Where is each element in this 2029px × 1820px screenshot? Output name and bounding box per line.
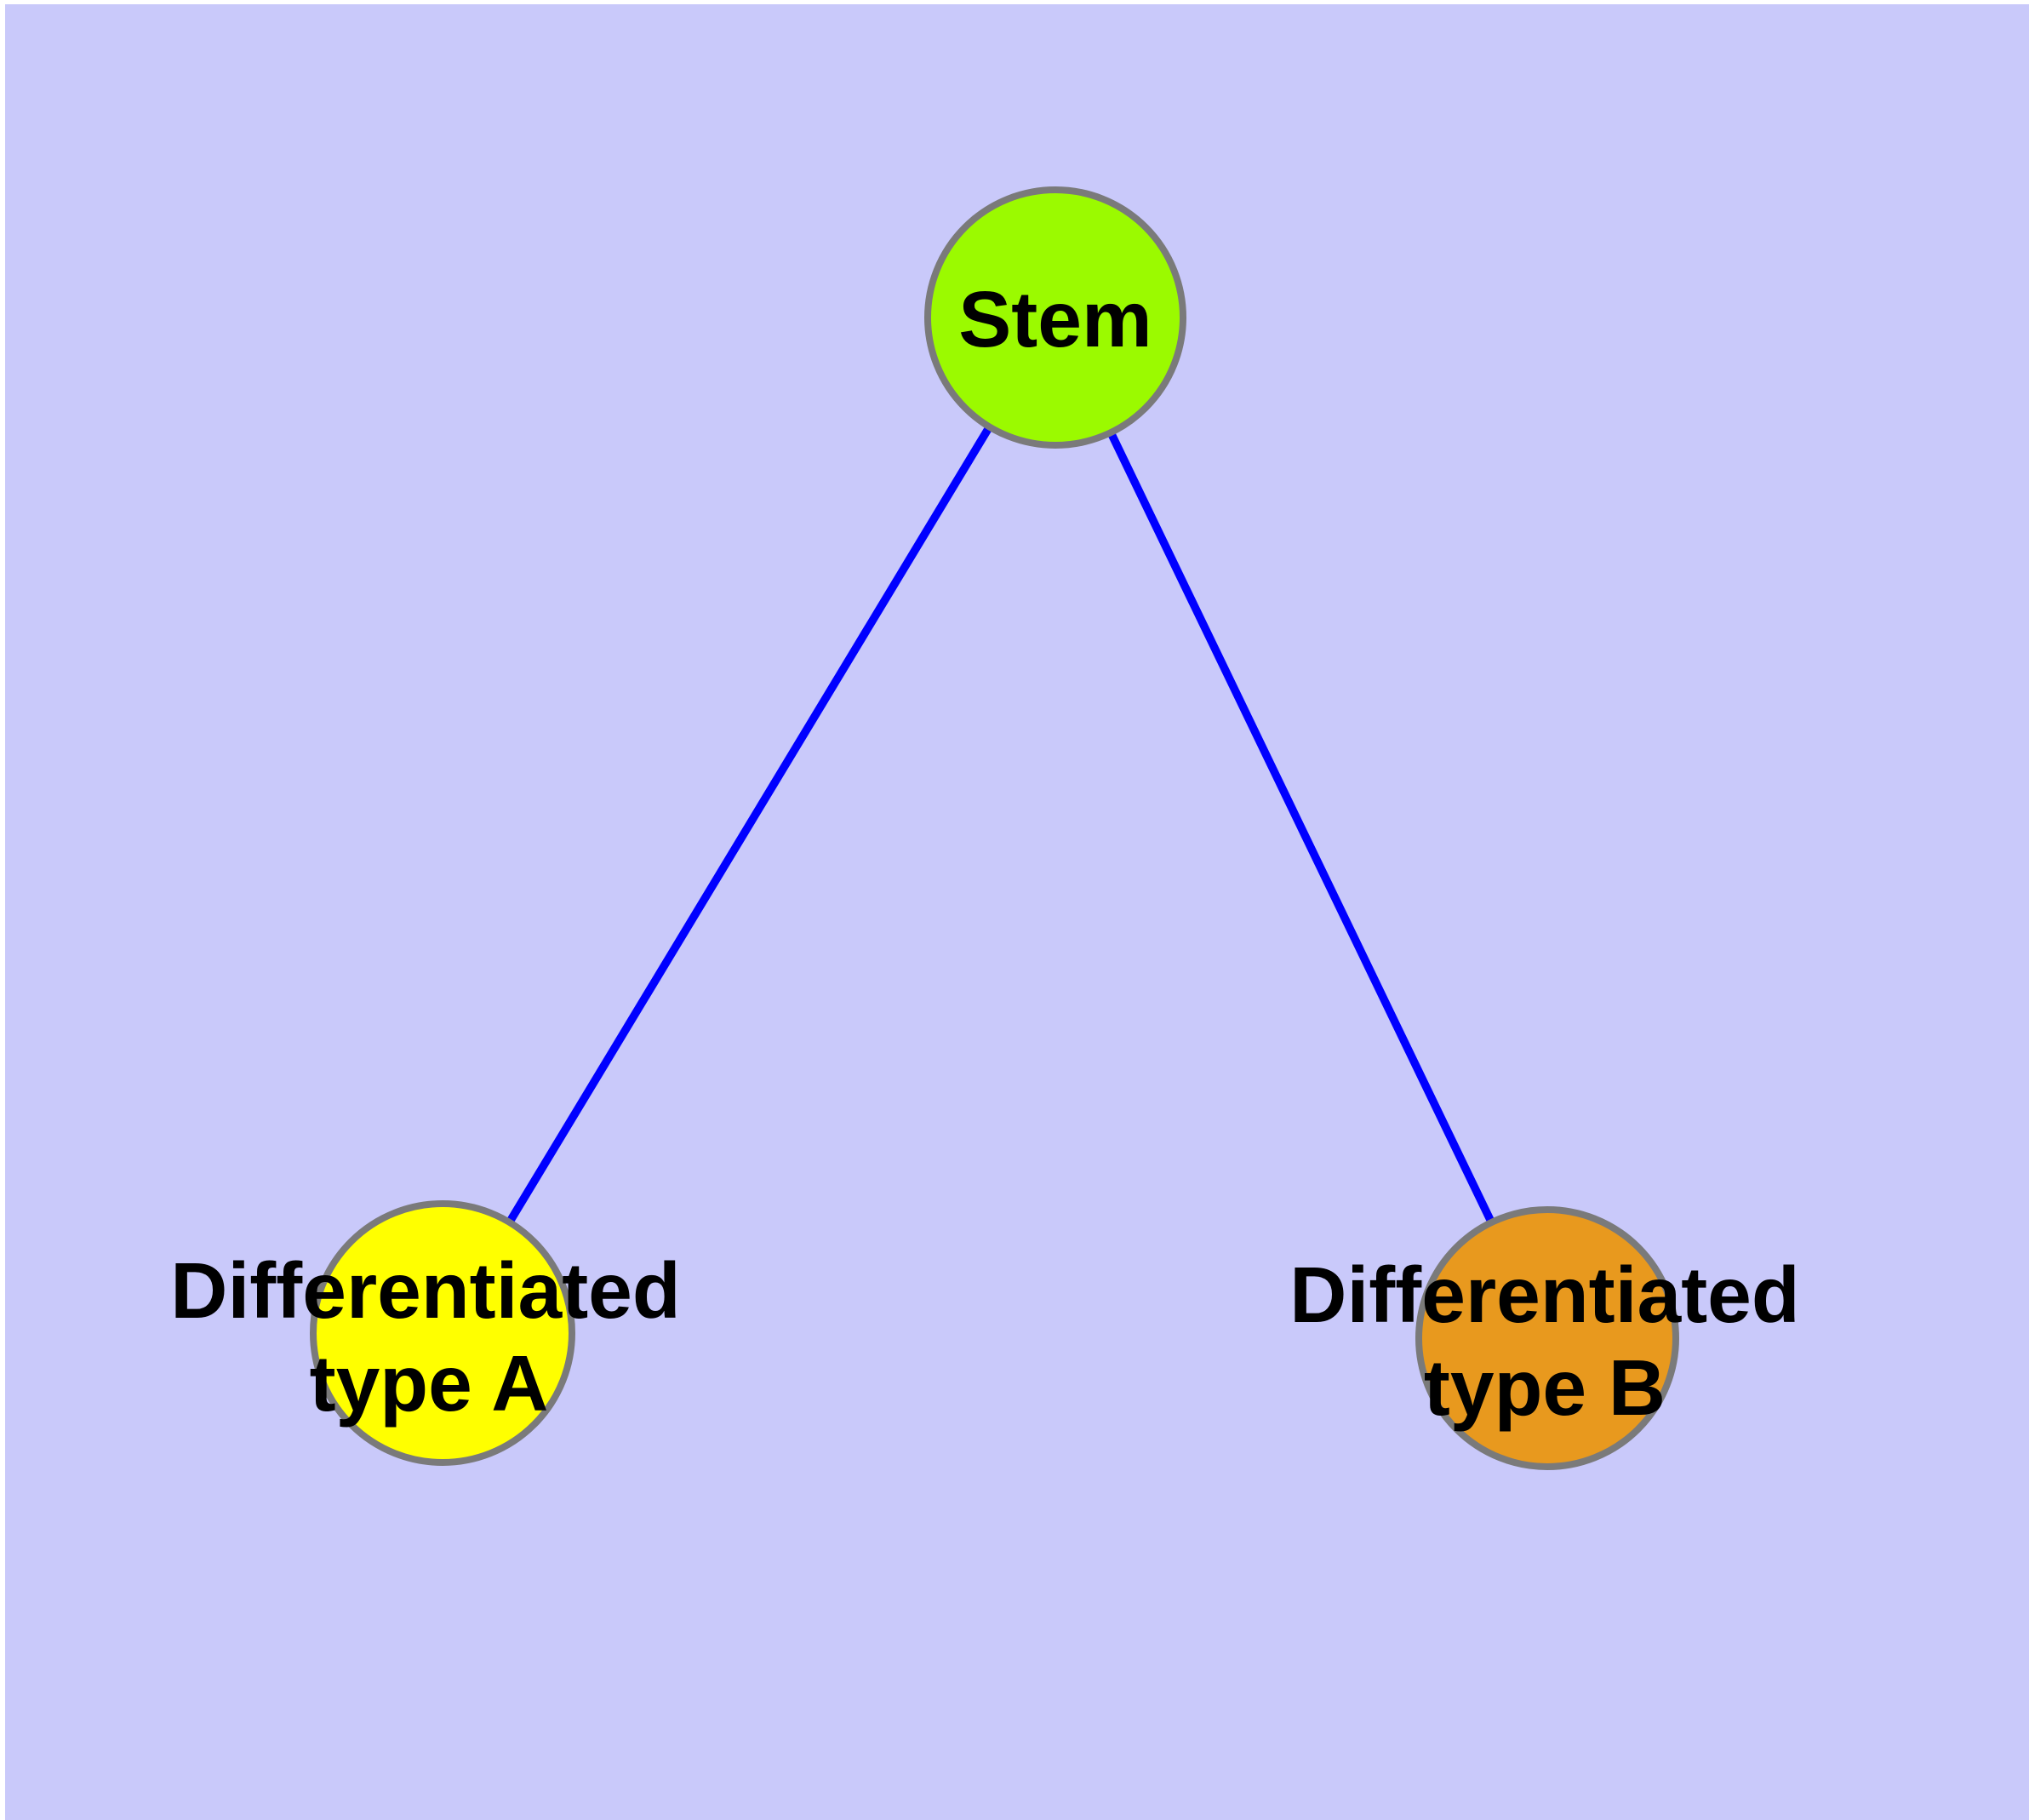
node-differentiated-type-a xyxy=(310,1200,575,1466)
node-stem-label: Stem xyxy=(958,275,1152,363)
node-type-a-label-line1: Differentiated xyxy=(170,1246,680,1335)
node-differentiated-type-b xyxy=(1415,1206,1679,1470)
node-type-b-label-line2: type B xyxy=(1424,1343,1666,1432)
node-type-a-label-line2: type A xyxy=(310,1339,549,1428)
node-type-b-label-line1: Differentiated xyxy=(1289,1251,1799,1339)
edge-stem-to-type-b xyxy=(1051,315,1552,1341)
node-stem xyxy=(924,186,1186,449)
edge-stem-to-type-a xyxy=(438,315,1060,1336)
